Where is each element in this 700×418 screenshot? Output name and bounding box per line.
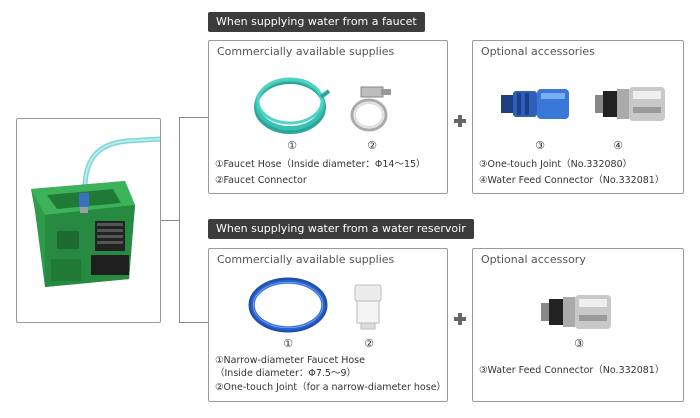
reservoir-accessory-title: Optional accessory (481, 253, 586, 266)
connector-line-bottom (179, 322, 208, 323)
water-feed-connector-image (595, 87, 665, 121)
narrow-joint-image (354, 284, 382, 330)
reservoir-supplies-box: Commercially available supplies ① ② ①Nar… (208, 248, 448, 402)
faucet-connector-description: ②Faucet Connector (215, 175, 307, 186)
water-feed-connector-number: ④ (613, 139, 623, 152)
reservoir-feed-connector-description: ③Water Feed Connector（No.332081） (479, 365, 665, 376)
faucet-accessories-title: Optional accessories (481, 45, 595, 58)
product-image-box (16, 118, 163, 323)
reservoir-supplies-title: Commercially available supplies (217, 253, 395, 266)
one-touch-joint-description: ③One-touch Joint（No.332080） (479, 159, 633, 170)
faucet-accessories-box: Optional accessories ③ ④ ③One-touch Join… (472, 40, 684, 194)
connector-line-main (161, 220, 179, 221)
reservoir-feed-connector-number: ③ (574, 337, 584, 350)
water-feed-connector-image (541, 295, 611, 329)
water-tank-image (31, 136, 163, 287)
connector-line-top (179, 117, 208, 118)
narrow-hose-description: ①Narrow-diameter Faucet Hose (215, 355, 365, 366)
water-feed-connector-description: ④Water Feed Connector（No.332081） (479, 175, 665, 186)
plus-icon (454, 115, 466, 127)
connector-line-vertical (179, 117, 180, 323)
plus-icon (454, 313, 466, 325)
reservoir-section-tag: When supplying water from a water reserv… (208, 219, 474, 239)
faucet-connector-number: ② (367, 139, 377, 152)
faucet-connector-image (350, 86, 391, 132)
faucet-hose-image (254, 77, 331, 134)
narrow-hose-diameter: （Inside diameter：Φ7.5～9） (215, 368, 357, 379)
faucet-supplies-box: Commercially available supplies ① ② ①Fau… (208, 40, 448, 194)
faucet-section-tag: When supplying water from a faucet (208, 12, 425, 32)
narrow-hose-image (248, 277, 328, 333)
faucet-hose-description: ①Faucet Hose（Inside diameter：Φ14～15） (215, 159, 426, 170)
faucet-supplies-title: Commercially available supplies (217, 45, 395, 58)
reservoir-accessory-box: Optional accessory ③ ③Water Feed Connect… (472, 248, 684, 402)
one-touch-joint-image (501, 89, 569, 119)
narrow-hose-number: ① (283, 337, 293, 350)
narrow-joint-number: ② (364, 337, 374, 350)
faucet-hose-number: ① (287, 139, 297, 152)
one-touch-joint-number: ③ (535, 139, 545, 152)
narrow-joint-description: ②One-touch Joint（for a narrow-diameter h… (215, 382, 447, 393)
